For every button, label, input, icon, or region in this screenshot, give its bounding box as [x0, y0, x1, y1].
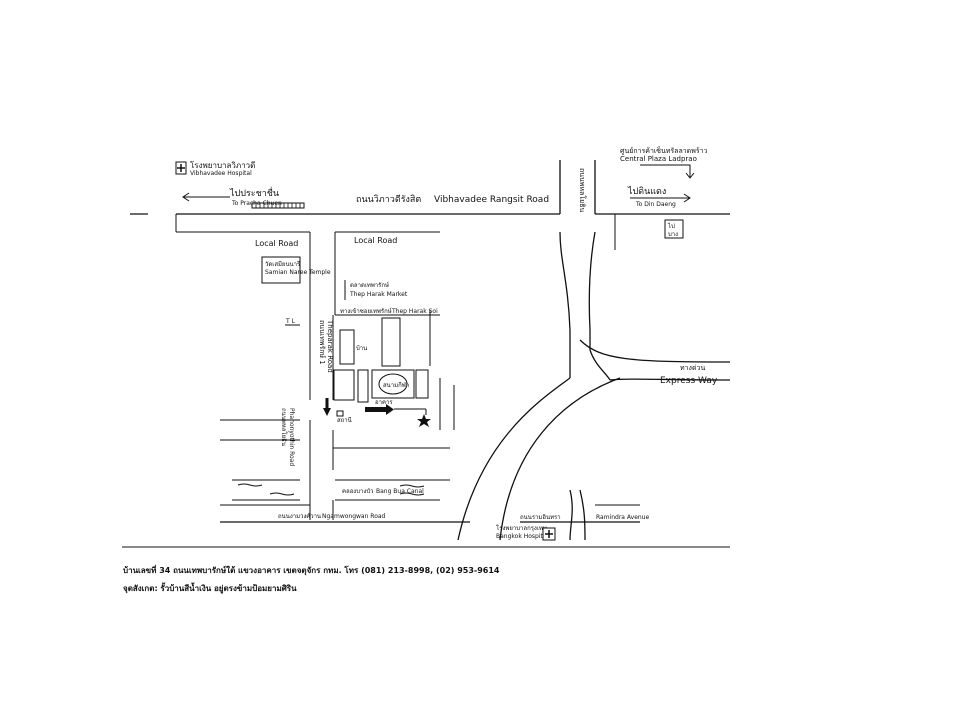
canal-label-th: คลองบางบัว	[342, 488, 374, 495]
soi-label: ทางเข้าซอยเทพรักษ์	[340, 307, 392, 315]
market-label-en: Thep Harak Market	[349, 291, 408, 298]
road-sign-bottom: บาง	[668, 231, 678, 238]
ttl-label: T L	[285, 318, 296, 325]
arrow-right-icon	[630, 193, 691, 203]
bottom-left-label-th: ถนนงามวงศ์วาน	[278, 512, 321, 520]
canal-label-en: Bang Bua Canal	[376, 488, 424, 495]
vertical-road-label-en: Theparak Road	[326, 319, 334, 373]
building	[333, 369, 355, 401]
stadium-label: สนามกีฬา	[383, 381, 409, 389]
lot-label: บ้าน	[356, 345, 367, 352]
stadium	[378, 373, 408, 395]
hospital-cross-icon	[175, 161, 187, 175]
address-line: บ้านเลขที่ 34 ถนนเทพบารักษ์ใต้ แขวงอาคาร…	[123, 566, 500, 575]
bottom-hospital-label-th: โรงพยาบาลกรุงเทพ	[496, 524, 547, 532]
to-pracha-en-label: To Pracha Chuen	[231, 200, 282, 207]
arrow-left-icon	[182, 192, 230, 202]
hospital-label-en: Vibhavadee Hospital	[190, 170, 252, 177]
vertical-road-label-th: ถนนเทพรักษ์ 1	[318, 320, 326, 365]
highway-vertical	[559, 160, 596, 378]
temple-label-th: วัดเสมียนนารี	[265, 260, 301, 268]
building	[415, 369, 429, 399]
lot-label-2: อาคาร	[375, 399, 393, 406]
bottom-mid-label: ถนนรามอินทรา	[520, 514, 561, 521]
building	[339, 329, 355, 365]
to-right-en-label: To Din Daeng	[635, 201, 676, 208]
canal	[232, 447, 450, 501]
left-road-label-th: ถนนพหลโยธิน	[280, 408, 288, 446]
to-pracha-label: ไปประชาชื่น	[229, 186, 279, 199]
bottom-right-road-label: Ramindra Avenue	[596, 514, 649, 521]
landmark-line: จุดสังเกต: รั้วบ้านสีน้ำเงิน อยู่ตรงข้าม…	[123, 584, 297, 593]
station-label: สถานี	[337, 416, 352, 424]
to-right-label: ไปดินแดง	[627, 186, 666, 197]
road-sign	[664, 219, 684, 239]
local-road-left-label: Local Road	[255, 239, 298, 248]
hospital-cross-icon	[542, 527, 556, 541]
temple-box	[261, 256, 301, 284]
market-label-th: ตลาดเทพารักษ์	[350, 281, 389, 289]
building	[357, 369, 369, 403]
road-sign-top: ไป	[667, 222, 675, 230]
expressway-label-en: Express Way	[660, 376, 718, 386]
left-road-label-en: Phahonyothin Road	[288, 408, 295, 466]
central-label-en: Central Plaza Ladprao	[620, 155, 697, 163]
temple-label-en: Samian Naree Temple	[265, 269, 331, 276]
highway-label: ถนนพหลโยธิน	[578, 168, 587, 212]
local-road-mid-label: Local Road	[354, 236, 397, 245]
soi-label-en: Thep Harak Soi	[391, 308, 438, 315]
main-road-label-en: Vibhavadee Rangsit Road	[434, 195, 549, 205]
station-box	[336, 410, 344, 417]
hospital-label-th: โรงพยาบาลวิภาวดี	[190, 160, 255, 170]
main-road	[130, 213, 730, 330]
central-label-th: ศูนย์การค้าเซ็นทรัลลาดพร้าว	[620, 146, 708, 155]
route-path	[323, 398, 427, 416]
main-road-label-th: ถนนวิภาวดีรังสิต	[356, 194, 421, 205]
bottom-left-label-en: Ngamwongwan Road	[322, 513, 386, 520]
arrow-right-icon	[640, 164, 695, 179]
bottom-hospital-label-en: Bangkok Hospital	[496, 533, 549, 540]
bottom-road	[220, 504, 640, 523]
theparak-road	[309, 315, 334, 520]
expressway	[457, 339, 731, 541]
building	[381, 317, 401, 367]
railway	[251, 202, 305, 209]
star-icon	[417, 414, 431, 427]
expressway-label-th: ทางด่วน	[680, 364, 705, 372]
